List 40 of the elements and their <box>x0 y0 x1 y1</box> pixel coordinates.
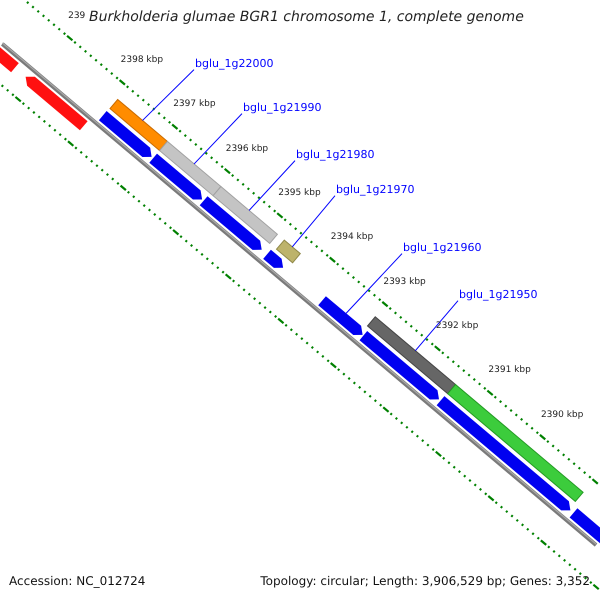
gene-label: bglu_1g21960 <box>403 242 482 255</box>
leader-line <box>248 160 296 211</box>
gene-bar <box>200 196 262 250</box>
leader-line <box>194 113 242 164</box>
accession-text: Accession: NC_012724 <box>9 575 146 589</box>
scale-label: 2390 kbp <box>540 410 584 420</box>
gene-label: bglu_1g21980 <box>296 149 374 162</box>
scale-label: 2395 kbp <box>278 188 321 198</box>
gene-bar <box>276 239 301 264</box>
scale-label: 239 <box>68 10 86 21</box>
scale-label: 2397 kbp <box>173 99 216 110</box>
gene-bar <box>0 47 19 72</box>
scale-label: 2392 kbp <box>436 320 478 332</box>
leader-line <box>346 253 402 314</box>
gene-bar <box>263 250 284 268</box>
gene-label: bglu_1g21970 <box>336 184 414 197</box>
gene-label: bglu_1g21950 <box>459 289 538 302</box>
scale-label: 2398 kbp <box>120 54 164 66</box>
gene-bar <box>570 508 600 544</box>
gene-label: bglu_1g21990 <box>243 102 322 115</box>
gene-bar <box>318 296 363 335</box>
diagram-title: Burkholderia glumae BGR1 chromosome 1, complete genome <box>89 9 524 26</box>
leader-line <box>414 300 458 352</box>
scale-label: 2391 kbp <box>488 365 531 376</box>
scale-label: 2394 kbp <box>330 232 374 243</box>
gene-bar <box>98 111 152 157</box>
gene-label: bglu_1g22000 <box>195 58 274 71</box>
scale-label: 2393 kbp <box>383 276 426 287</box>
leader-line <box>142 69 194 121</box>
leader-line <box>292 195 336 248</box>
gene-bar <box>26 76 88 130</box>
gene-bar <box>212 186 278 244</box>
gene-bar <box>360 331 439 400</box>
gene-bar <box>366 316 456 394</box>
scale-label: 2396 kbp <box>226 144 268 154</box>
gene-bar <box>447 384 584 502</box>
genome-summary-text: Topology: circular; Length: 3,906,529 bp; Genes: 3,352 <box>260 575 590 589</box>
gene-bar <box>158 140 222 196</box>
gene-bar <box>149 154 202 200</box>
gene-bar <box>109 98 168 152</box>
